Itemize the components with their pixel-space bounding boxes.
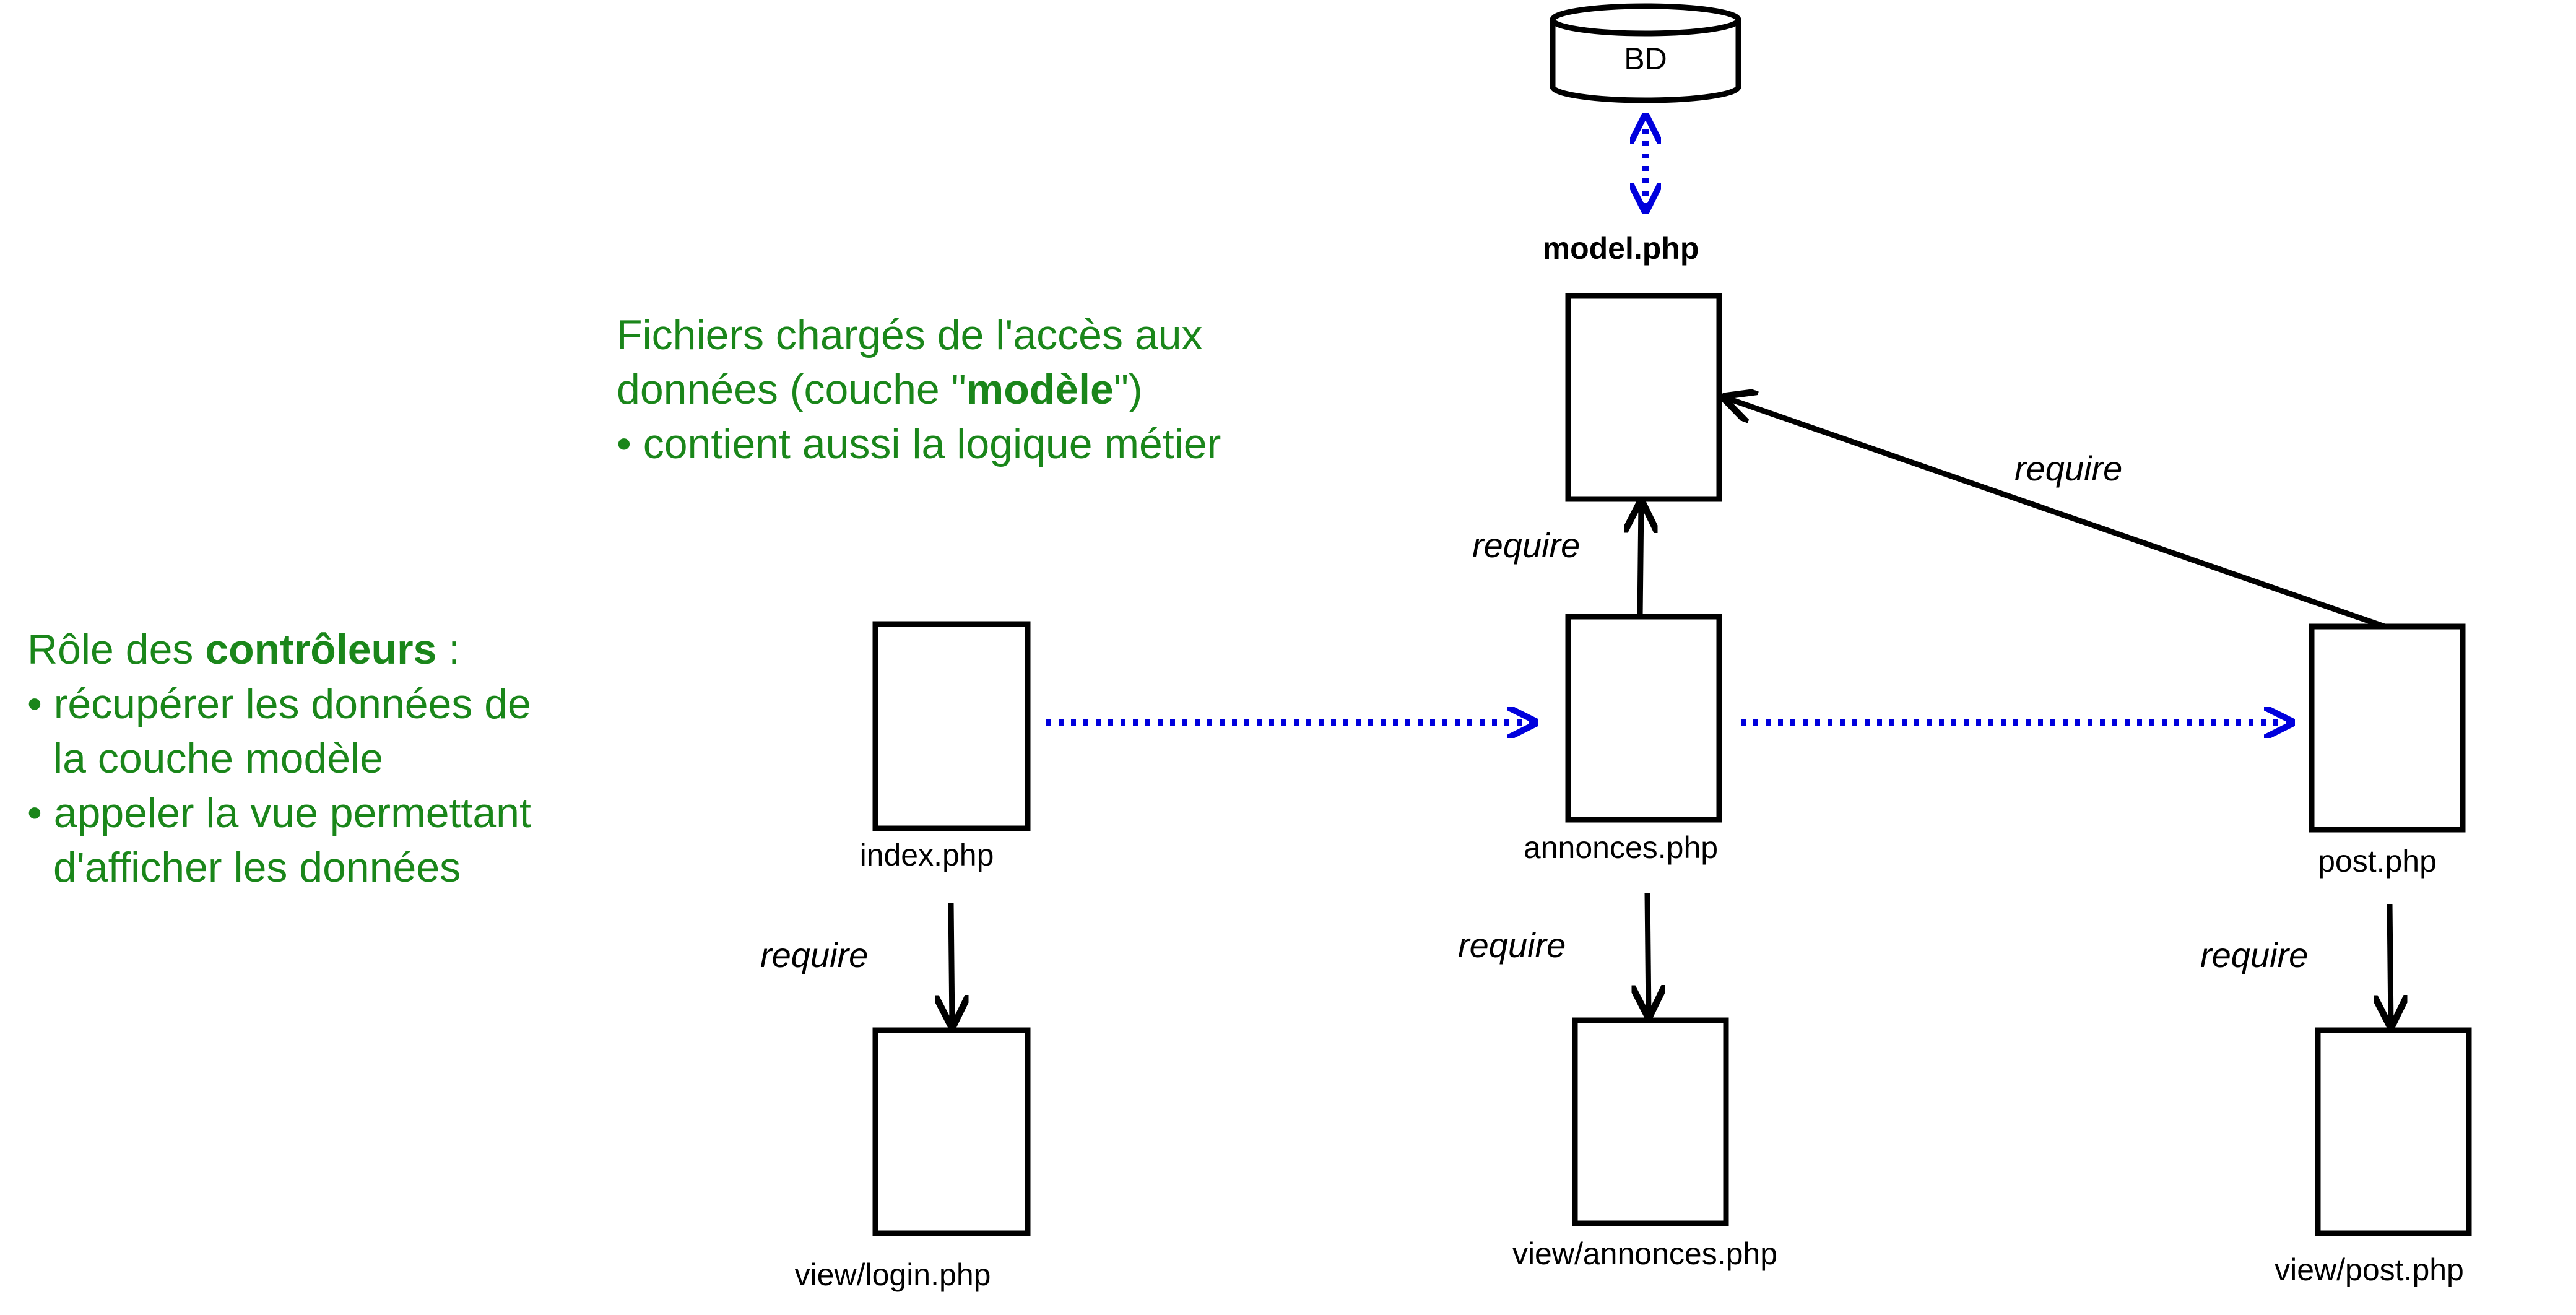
annonces-controller-box — [1565, 614, 1722, 823]
annonces-require-view-arrow — [1647, 892, 1649, 1015]
post-require-model-arrow — [1725, 397, 2386, 630]
model-note: Fichiers chargés de l'accès aux données … — [617, 311, 1221, 467]
controller-note: Rôle des contrôleurs : • récupérer les d… — [27, 626, 531, 891]
annonces-controller-label: annonces.php — [1524, 830, 1718, 865]
annonces-view-label: view/annonces.php — [1512, 1236, 1777, 1271]
model-file-box — [1565, 293, 1722, 502]
post-view-label: view/post.php — [2275, 1252, 2464, 1287]
index-require-view-arrow — [951, 902, 952, 1025]
post-require-view-label: require — [2200, 935, 2308, 974]
login-view-label: view/login.php — [795, 1257, 991, 1292]
post-controller-box — [2309, 623, 2466, 833]
index-controller-box — [872, 621, 1031, 831]
annonces-require-view-label: require — [1458, 926, 1566, 965]
post-require-model-label: require — [2014, 449, 2122, 488]
model-note-line3: • contient aussi la logique métier — [617, 420, 1221, 467]
controller-note-line3: la couche modèle — [53, 735, 383, 782]
post-view-box — [2315, 1027, 2472, 1236]
index-controller-label: index.php — [860, 838, 994, 872]
post-require-view-arrow — [2390, 903, 2391, 1025]
controller-note-line1: Rôle des contrôleurs : — [27, 626, 460, 673]
model-note-line2: données (couche "modèle") — [617, 366, 1143, 413]
database-icon — [1550, 3, 1741, 103]
login-view-box — [872, 1027, 1031, 1236]
database-label: BD — [1624, 41, 1667, 76]
index-require-view-label: require — [760, 935, 868, 974]
controller-note-line4: • appeler la vue permettant — [27, 789, 531, 836]
annonces-require-model-label: require — [1472, 526, 1580, 565]
controller-note-line2: • récupérer les données de — [27, 680, 531, 727]
controller-note-line5: d'afficher les données — [53, 844, 461, 891]
model-file-label: model.php — [1543, 231, 1699, 266]
model-note-line1: Fichiers chargés de l'accès aux — [617, 311, 1203, 358]
annonces-view-box — [1572, 1017, 1729, 1226]
post-controller-label: post.php — [2318, 844, 2437, 879]
annonces-require-model-arrow — [1640, 503, 1641, 617]
